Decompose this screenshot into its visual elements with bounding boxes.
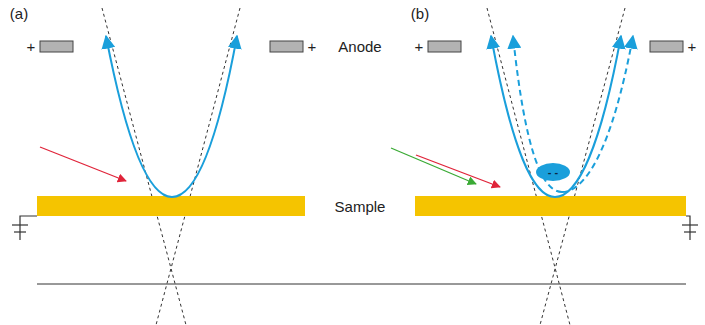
- polarity-sign: +: [415, 39, 424, 54]
- anode-plate: [270, 41, 303, 52]
- sample-slab: [415, 196, 686, 216]
- sample-slab: [37, 196, 305, 216]
- polarity-sign: +: [27, 39, 36, 54]
- asymptote-lines: [102, 8, 625, 325]
- anode-plate: [40, 41, 73, 52]
- charge-cloud: [536, 163, 570, 181]
- part-label: Sample: [335, 199, 386, 214]
- pump-arrow: [40, 147, 126, 181]
- part-label: Anode: [338, 39, 381, 54]
- electron-path: [172, 36, 237, 197]
- panel-label: (b): [411, 6, 429, 21]
- polarity-sign: +: [688, 39, 697, 54]
- pump-arrow: [391, 148, 476, 184]
- base-line: [37, 284, 686, 285]
- ground-symbol: [12, 216, 698, 240]
- probe-arrow: [416, 155, 500, 187]
- deflected-path: [562, 36, 633, 192]
- polarity-sign: +: [308, 39, 317, 54]
- panel-label: (a): [10, 6, 28, 21]
- anode-plate: [650, 41, 683, 52]
- anode-plate: [428, 41, 461, 52]
- charge-label: - -: [548, 167, 558, 178]
- electron-path: [106, 36, 172, 197]
